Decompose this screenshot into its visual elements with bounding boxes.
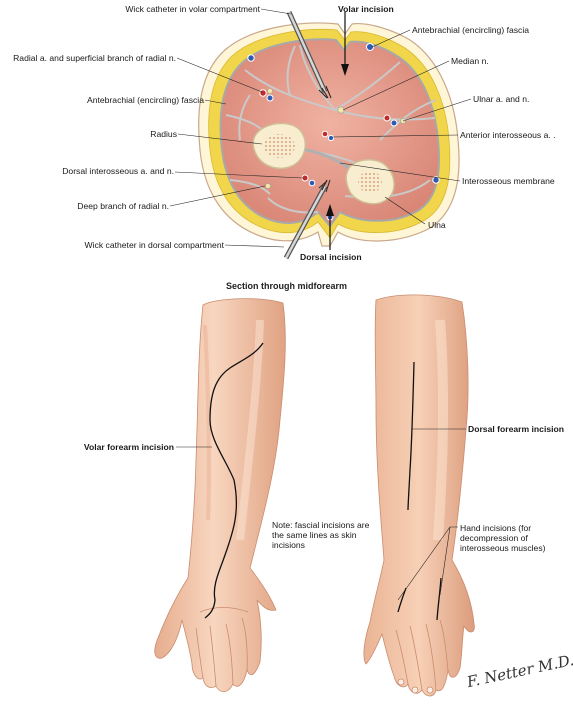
muscle-compartments — [219, 38, 441, 228]
leader-lines — [169, 8, 472, 248]
dorsal-incision-arrow — [326, 204, 334, 250]
cross-section — [169, 8, 472, 260]
volar-incision-line — [204, 342, 264, 619]
label-volar-forearm-incision: Volar forearm incision — [83, 442, 174, 452]
label-anterior-interosseous: Anterior interosseous a. . — [460, 130, 556, 140]
label-interosseous-membrane: Interosseous membrane — [462, 176, 555, 186]
label-ulna: Ulna — [428, 220, 446, 230]
label-median-nerve: Median n. — [451, 56, 489, 66]
label-antebrachial-fascia-left: Antebrachial (encircling) fascia — [86, 95, 204, 105]
vessels — [247, 43, 440, 221]
label-radius: Radius — [150, 129, 177, 139]
hand-incision-2 — [436, 577, 442, 621]
dorsal-forearm-skin — [363, 294, 475, 697]
label-dorsal-interosseous: Dorsal interosseous a. and n. — [62, 166, 174, 176]
label-antebrachial-fascia-right: Antebrachial (encircling) fascia — [412, 25, 530, 35]
dorsal-incision-line — [407, 361, 415, 511]
label-wick-dorsal: Wick catheter in dorsal compartment — [84, 240, 224, 250]
volar-arm — [154, 298, 286, 693]
label-wick-volar: Wick catheter in volar compartment — [125, 4, 260, 14]
wick-catheter-volar — [286, 10, 332, 99]
wick-catheter-dorsal — [283, 179, 331, 260]
label-radial-artery: Radial a. and superficial branch of radi… — [13, 53, 176, 63]
dorsal-arm — [363, 294, 475, 697]
volar-incision-arrow — [341, 12, 349, 76]
label-volar-incision: Volar incision — [338, 4, 394, 14]
label-dorsal-forearm-incision: Dorsal forearm incision — [468, 424, 564, 434]
radius-marrow — [263, 134, 295, 158]
label-dorsal-incision: Dorsal incision — [300, 252, 362, 262]
section-title: Section through midforearm — [225, 281, 347, 291]
label-deep-branch: Deep branch of radial n. — [77, 201, 169, 211]
note-text: Note: fascial incisions are the same lin… — [272, 520, 370, 550]
volar-forearm-skin — [154, 298, 286, 693]
ulna-marrow — [358, 171, 382, 193]
label-hand-incisions: Hand incisions (for decompression of int… — [460, 523, 546, 553]
label-ulnar-artery: Ulnar a. and n. — [473, 94, 530, 104]
